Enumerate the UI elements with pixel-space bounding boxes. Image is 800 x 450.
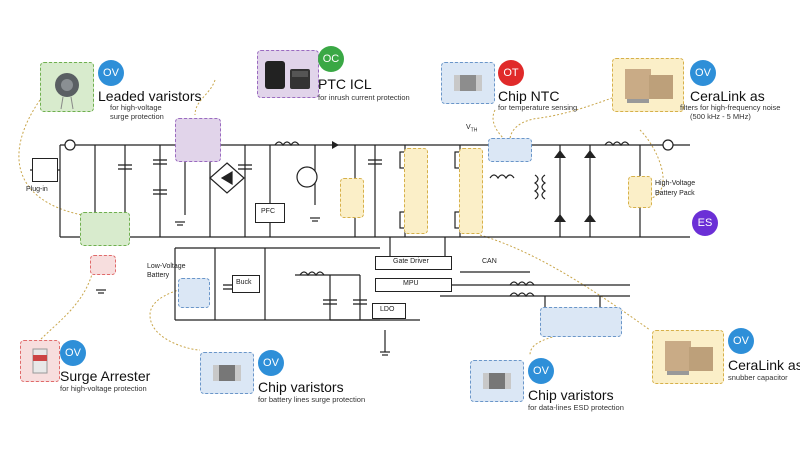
ceralink-filters-sub1: filters for high-frequency noise: [680, 103, 781, 112]
chip-ntc-title: Chip NTC: [498, 88, 560, 104]
ov-badge-ceralink-snubber: OV: [728, 328, 754, 354]
ptc-icl-title: PTC ICL: [318, 76, 372, 92]
lv-battery-label-1: Low-Voltage: [147, 263, 186, 270]
pfc-block: [255, 203, 285, 223]
hv-battery-label-1: High-Voltage: [655, 180, 696, 187]
buck-label: Buck: [236, 279, 252, 286]
ceralink-zone-bridge-left: [404, 148, 428, 234]
ov-badge-leaded-varistors: OV: [98, 60, 124, 86]
inductors: [274, 141, 630, 298]
chip-varistor-battery-thumb: [200, 352, 254, 394]
chip-varistor-zone-battery: [178, 278, 210, 308]
ceralink-filter-thumb: [612, 58, 684, 112]
chip-varistors-data-title: Chip varistors: [528, 387, 614, 403]
leaded-varistors-sub2: surge protection: [110, 112, 164, 121]
ceralink-zone-bridge-right: [459, 148, 483, 234]
ov-badge-surge-arrester: OV: [60, 340, 86, 366]
chip-varistors-battery-sub1: for battery lines surge protection: [258, 395, 366, 404]
surge-arrester-thumb: [20, 340, 60, 382]
mpu-block: [375, 278, 452, 292]
chip-ntc-thumb: [441, 62, 495, 104]
es-badge: ES: [692, 210, 718, 236]
ntc-zone: [488, 138, 532, 162]
ov-badge-chip-varistors-battery: OV: [258, 350, 284, 376]
leaded-varistors-sub1: for high-voltage: [110, 103, 162, 112]
hv-battery-label-2: Battery Pack: [655, 190, 695, 197]
mpu-label: MPU: [403, 280, 419, 287]
leaded-varistors-title: Leaded varistors: [98, 88, 202, 104]
ptc-zone: [175, 118, 221, 162]
gate-driver-label: Gate Driver: [393, 258, 429, 265]
lv-battery-label-2: Battery: [147, 272, 170, 279]
can-label: CAN: [482, 258, 497, 265]
ot-badge-chip-ntc: OT: [498, 60, 524, 86]
ceralink-zone-dc: [340, 178, 364, 218]
diodes: [332, 141, 596, 222]
chip-varistor-data-thumb: [470, 360, 524, 402]
ceralink-snubber-sub1: snubber capacitor: [728, 373, 788, 382]
ceralink-filters-sub2: (500 kHz - 5 MHz): [690, 112, 751, 121]
plug-in-block: [32, 158, 58, 182]
surge-arrester-zone: [90, 255, 116, 275]
ldo-label: LDO: [380, 306, 395, 313]
chip-varistors-battery-title: Chip varistors: [258, 379, 344, 395]
chip-varistor-zone-data: [540, 307, 622, 337]
vth-label: VTH: [466, 124, 478, 134]
leaded-varistor-thumb: [40, 62, 94, 112]
varistor-zone-input: [80, 212, 130, 246]
bridge-rectifier: [209, 162, 245, 194]
ceralink-snubber-title: CeraLink as: [728, 357, 800, 373]
gate-driver-block: [375, 256, 452, 270]
ground-symbols: [96, 217, 390, 356]
chip-varistors-data-sub1: for data-lines ESD protection: [528, 403, 624, 412]
ptc-icl-thumb: [257, 50, 319, 98]
oc-badge-ptc-icl: OC: [318, 46, 344, 72]
surge-arrester-title: Surge Arrester: [60, 368, 151, 384]
buck-block: [232, 275, 260, 293]
ov-badge-ceralink-filters: OV: [690, 60, 716, 86]
terminals: [64, 139, 674, 151]
ldo-block: [372, 303, 406, 319]
surge-arrester-sub1: for high-voltage protection: [60, 384, 147, 393]
plug-in-label: Plug-in: [26, 186, 48, 193]
ceralink-filters-title: CeraLink as: [690, 88, 765, 104]
ceralink-snubber-thumb: [652, 330, 724, 384]
pfc-label: PFC: [261, 208, 275, 215]
ceralink-zone-output: [628, 176, 652, 208]
ptc-icl-sub1: for inrush current protection: [318, 93, 410, 102]
mosfets: [296, 151, 470, 229]
ov-badge-chip-varistors-data: OV: [528, 358, 554, 384]
chip-ntc-sub1: for temperature sensing: [498, 103, 578, 112]
